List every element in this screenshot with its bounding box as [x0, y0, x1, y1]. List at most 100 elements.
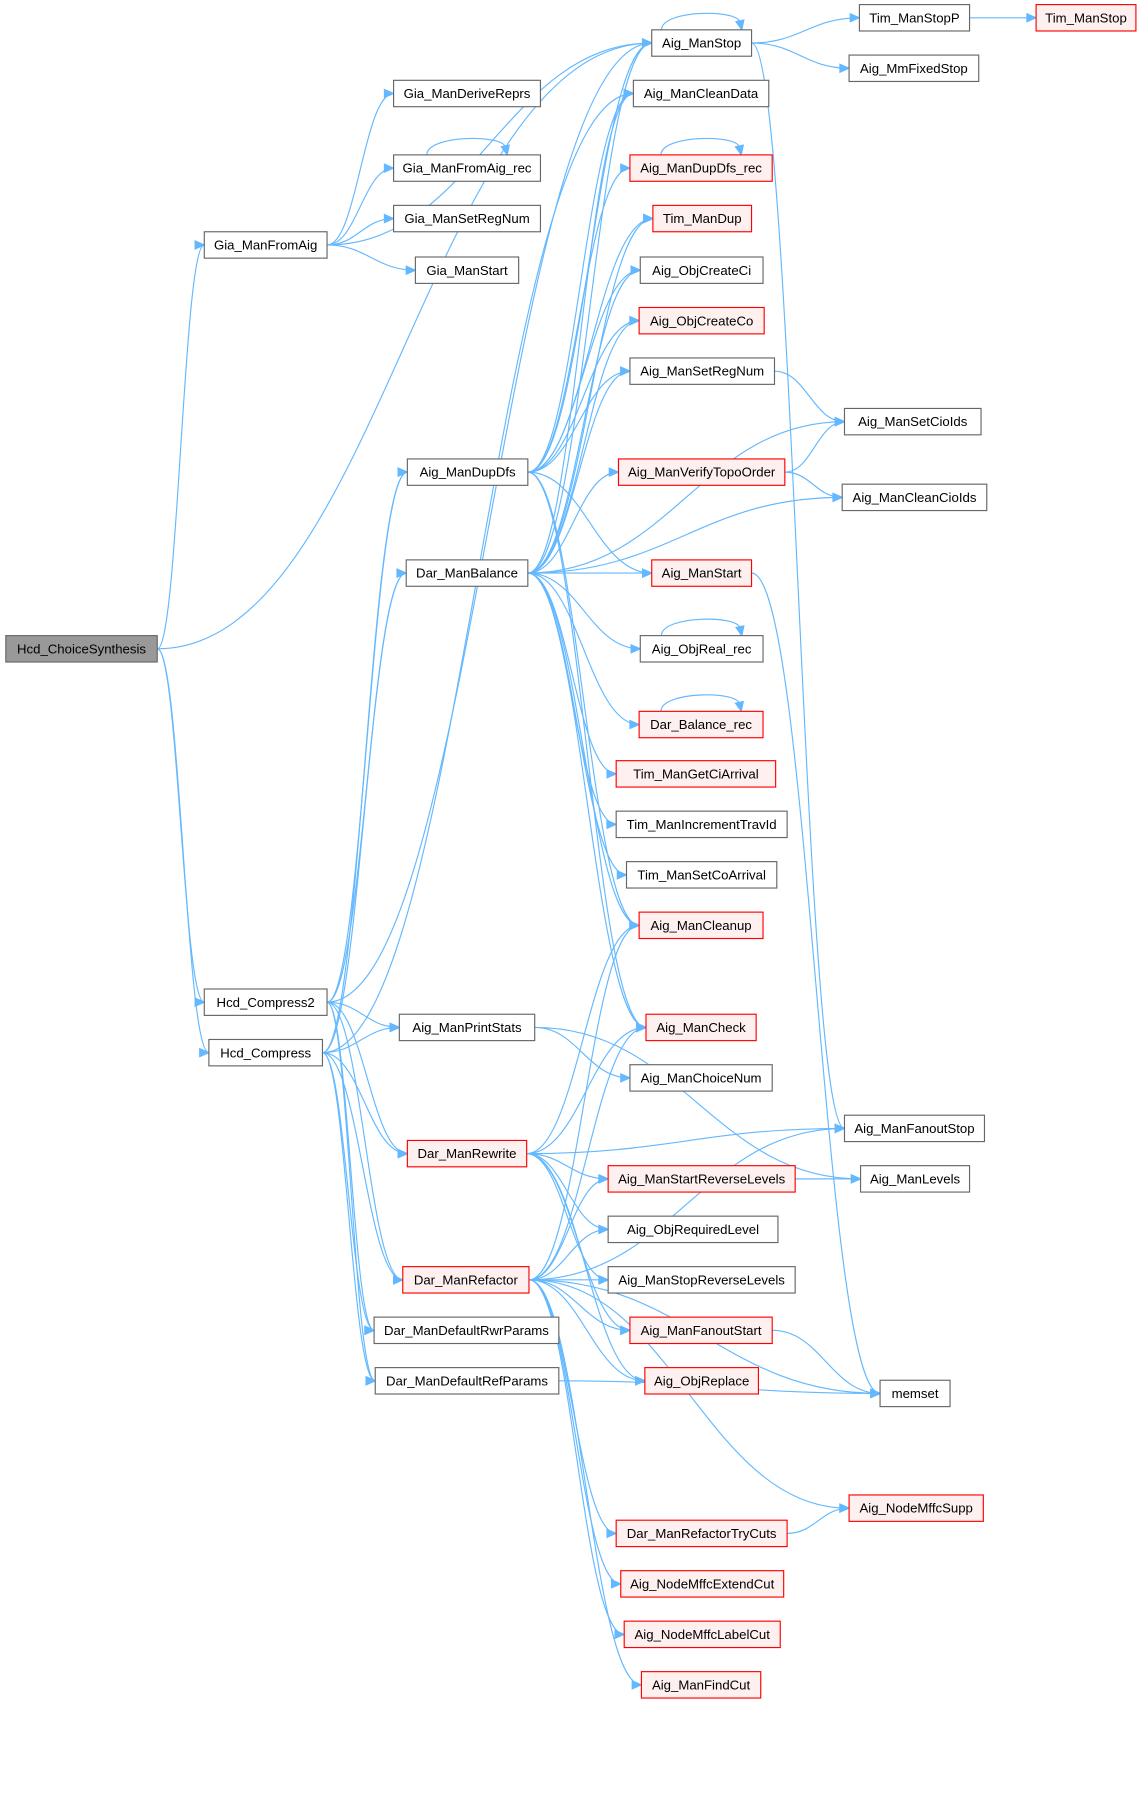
edge-arrowhead: [500, 144, 510, 157]
node-hcd-compress2[interactable]: Hcd_Compress2: [203, 988, 328, 1016]
node-tim-manstopp[interactable]: Tim_ManStopP: [858, 4, 971, 32]
node-gia-manstart[interactable]: Gia_ManStart: [414, 256, 520, 284]
node-aig-manprintstats[interactable]: Aig_ManPrintStats: [398, 1013, 536, 1042]
node-box: [402, 1266, 530, 1294]
node-label: Aig_ManStop: [662, 36, 741, 51]
node-dar-mandefaultrwrparams[interactable]: Dar_ManDefaultRwrParams: [373, 1316, 560, 1345]
node-label: Gia_ManFromAig: [214, 238, 317, 253]
node-tim-mandup[interactable]: Tim_ManDup: [652, 204, 753, 233]
node-label: Aig_ManSetCioIds: [858, 414, 968, 429]
node-box: [632, 79, 770, 108]
edge-giaFromAig-to-giaStart: [327, 244, 416, 271]
node-gia-mansetregnum[interactable]: Gia_ManSetRegNum: [393, 204, 542, 233]
node-label: Aig_ManVerifyTopoOrder: [628, 465, 776, 480]
node-box: [617, 458, 786, 486]
node-dar-manbalance[interactable]: Dar_ManBalance: [405, 559, 529, 587]
node-memset[interactable]: memset: [879, 1379, 951, 1408]
edge-printStats-to-levels: [534, 1026, 861, 1180]
node-box: [5, 635, 158, 663]
node-aig-mmfixedstop[interactable]: Aig_MmFixedStop: [848, 54, 980, 83]
edge-arrowhead: [365, 1375, 377, 1386]
node-box: [841, 483, 988, 512]
node-aig-mansetcioids[interactable]: Aig_ManSetCioIds: [843, 407, 982, 436]
node-aig-mandupdfs-rec[interactable]: Aig_ManDupDfs_rec: [629, 154, 773, 182]
node-aig-manfanoutstart[interactable]: Aig_ManFanoutStart: [629, 1316, 773, 1345]
node-aig-mancleancioids[interactable]: Aig_ManCleanCioIds: [841, 483, 988, 512]
node-aig-mancleanup[interactable]: Aig_ManCleanup: [638, 911, 764, 940]
node-box: [406, 458, 529, 486]
node-hcd-choicesynthesis[interactable]: Hcd_ChoiceSynthesis: [5, 635, 158, 663]
edge-arrowhead: [832, 492, 844, 503]
node-tim-mangetciarrival[interactable]: Tim_ManGetCiArrival: [615, 760, 777, 788]
node-aig-manfanoutstop[interactable]: Aig_ManFanoutStop: [843, 1114, 986, 1143]
edge-arrowhead: [598, 1224, 610, 1235]
node-dar-manrefactor[interactable]: Dar_ManRefactor: [402, 1266, 530, 1294]
node-tim-mansetcoarrival[interactable]: Tim_ManSetCoArrival: [625, 861, 778, 889]
edge-arrowhead: [364, 1325, 376, 1336]
node-label: Hcd_Compress2: [217, 995, 315, 1010]
node-hcd-compress[interactable]: Hcd_Compress: [208, 1038, 324, 1067]
node-aig-mancleandata[interactable]: Aig_ManCleanData: [632, 79, 770, 108]
node-box: [651, 29, 753, 57]
node-box: [638, 306, 765, 335]
edge-arrowhead: [630, 265, 642, 276]
node-box: [879, 1379, 951, 1408]
edge-giaFromAig-to-giaDerive: [326, 92, 394, 246]
node-box: [843, 407, 982, 436]
edge-arrowhead: [735, 19, 745, 32]
node-box: [607, 1215, 779, 1244]
node-aig-mandupdfs[interactable]: Aig_ManDupDfs: [406, 458, 529, 486]
edge-refactor-to-findCut: [528, 1279, 642, 1686]
node-label: Aig_ManDupDfs_rec: [640, 161, 762, 176]
edge-manStop-to-timStopP: [751, 17, 860, 44]
node-aig-mancheck[interactable]: Aig_ManCheck: [645, 1013, 757, 1042]
node-aig-manstartreverselevels[interactable]: Aig_ManStartReverseLevels: [607, 1165, 796, 1193]
edge-balance-to-cleanup: [527, 572, 640, 926]
node-box: [398, 1013, 536, 1042]
node-aig-manstart[interactable]: Aig_ManStart: [651, 559, 753, 587]
node-dar-mandefaultrefparams[interactable]: Dar_ManDefaultRefParams: [374, 1367, 560, 1395]
edge-balance-to-createCi: [527, 269, 641, 574]
node-aig-objreal-rec[interactable]: Aig_ObjReal_rec: [639, 635, 764, 663]
node-tim-manincrementtravid[interactable]: Tim_ManIncrementTravId: [615, 810, 788, 839]
edge-arrowhead: [405, 265, 417, 276]
edge-arrowhead: [834, 416, 846, 427]
edge-giaFromAigRec-to-giaFromAigRec: [426, 137, 506, 156]
edge-refactor-to-reqLevel: [528, 1228, 609, 1281]
node-gia-manderivereprs[interactable]: Gia_ManDeriveReprs: [393, 79, 542, 108]
node-dar-manrefactortrycuts[interactable]: Dar_ManRefactorTryCuts: [615, 1519, 788, 1548]
edge-arrowhead: [734, 144, 745, 157]
node-aig-nodemffclabelcut[interactable]: Aig_NodeMffcLabelCut: [623, 1620, 781, 1649]
node-aig-manstopreverselevels[interactable]: Aig_ManStopReverseLevels: [607, 1266, 796, 1294]
node-label: Aig_NodeMffcSupp: [860, 1501, 973, 1516]
node-aig-manlevels[interactable]: Aig_ManLevels: [859, 1165, 971, 1193]
node-dar-balance-rec[interactable]: Dar_Balance_rec: [638, 710, 764, 739]
node-aig-nodemffcextendcut[interactable]: Aig_NodeMffcExtendCut: [620, 1570, 785, 1598]
node-aig-objrequiredlevel[interactable]: Aig_ObjRequiredLevel: [607, 1215, 779, 1244]
node-aig-mansetregnum[interactable]: Aig_ManSetRegNum: [629, 357, 776, 385]
node-aig-objcreateco[interactable]: Aig_ObjCreateCo: [638, 306, 765, 335]
edge-arrowhead: [849, 12, 861, 23]
node-aig-manverifytopoorder[interactable]: Aig_ManVerifyTopoOrder: [617, 458, 786, 486]
node-gia-manfromaig[interactable]: Gia_ManFromAig: [203, 231, 328, 259]
edge-refactor-to-check: [528, 1026, 647, 1281]
node-gia-manfromaig-rec[interactable]: Gia_ManFromAig_rec: [393, 154, 542, 182]
node-aig-nodemffcsupp[interactable]: Aig_NodeMffcSupp: [848, 1494, 984, 1522]
node-aig-manstop[interactable]: Aig_ManStop: [651, 29, 753, 57]
node-label: Gia_ManFromAig_rec: [403, 161, 532, 176]
edge-arrowhead: [629, 920, 641, 931]
node-box: [208, 1038, 324, 1067]
node-box: [406, 1139, 528, 1168]
edge-balance-to-cleanCioIds: [527, 496, 843, 574]
edge-refactor-to-fanoutStart: [528, 1279, 630, 1331]
node-aig-manfindcut[interactable]: Aig_ManFindCut: [640, 1671, 762, 1699]
node-box: [203, 231, 328, 259]
node-aig-manchoicenum[interactable]: Aig_ManChoiceNum: [629, 1064, 773, 1092]
edge-balance-to-coArrival: [527, 572, 627, 876]
edge-dupDfs-to-cleanData: [527, 92, 634, 473]
node-tim-manstop[interactable]: Tim_ManStop: [1035, 4, 1137, 32]
node-dar-manrewrite[interactable]: Dar_ManRewrite: [406, 1139, 528, 1168]
node-aig-objcreateci[interactable]: Aig_ObjCreateCi: [639, 256, 764, 284]
node-aig-objreplace[interactable]: Aig_ObjReplace: [644, 1367, 760, 1395]
